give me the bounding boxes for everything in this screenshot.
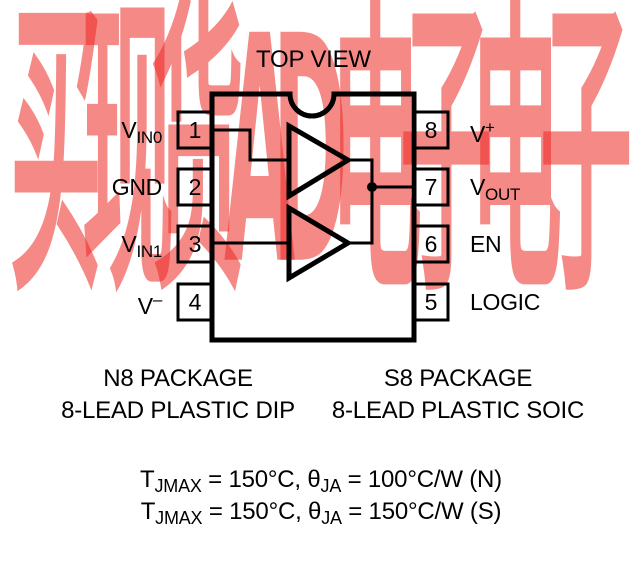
wire-outputs [348, 158, 374, 245]
pin-number: 8 [424, 117, 438, 143]
thermal-spec-s: TJMAX = 150°C, θJA = 150°C/W (S) [140, 498, 502, 528]
pin-number: 5 [424, 289, 438, 315]
thermal-spec-n: TJMAX = 150°C, θJA = 100°C/W (N) [140, 466, 502, 496]
pin-number: 2 [188, 174, 202, 200]
amplifier-1 [286, 203, 353, 283]
package-left-desc: 8-LEAD PLASTIC DIP [61, 397, 295, 424]
pin-number: 3 [188, 231, 202, 257]
pin-label-logic: LOGIC [470, 289, 541, 315]
pin-box-6 [412, 224, 450, 264]
pin-label-en: EN [470, 231, 502, 257]
package-right-desc: 8-LEAD PLASTIC SOIC [331, 397, 585, 424]
pin-number: 6 [424, 231, 438, 257]
pin-label-vplus: V+ [470, 118, 495, 147]
pin-box-8 [412, 110, 450, 150]
pin-number: 7 [424, 174, 438, 200]
package-left-name: N8 PACKAGE [103, 365, 253, 392]
amplifier-0 [286, 121, 353, 201]
pin-box-5 [412, 282, 450, 322]
pin-number: 4 [188, 289, 202, 315]
junction-dot [367, 182, 377, 192]
pin-label-vin1: VIN1 [121, 231, 162, 261]
package-right-name: S8 PACKAGE [383, 365, 533, 392]
pin-number: 1 [188, 117, 202, 143]
package-outline [209, 91, 417, 343]
pin-label-vin0: VIN0 [121, 117, 162, 147]
pin-box-2 [176, 167, 214, 207]
pin-box-4 [176, 282, 214, 322]
pin-label-vout: VOUT [470, 174, 521, 204]
wire-vin0 [212, 128, 289, 162]
pin-label-gnd: GND [111, 174, 163, 200]
view-label: TOP VIEW [256, 46, 371, 73]
pin-label-vminus: V– [137, 290, 163, 319]
